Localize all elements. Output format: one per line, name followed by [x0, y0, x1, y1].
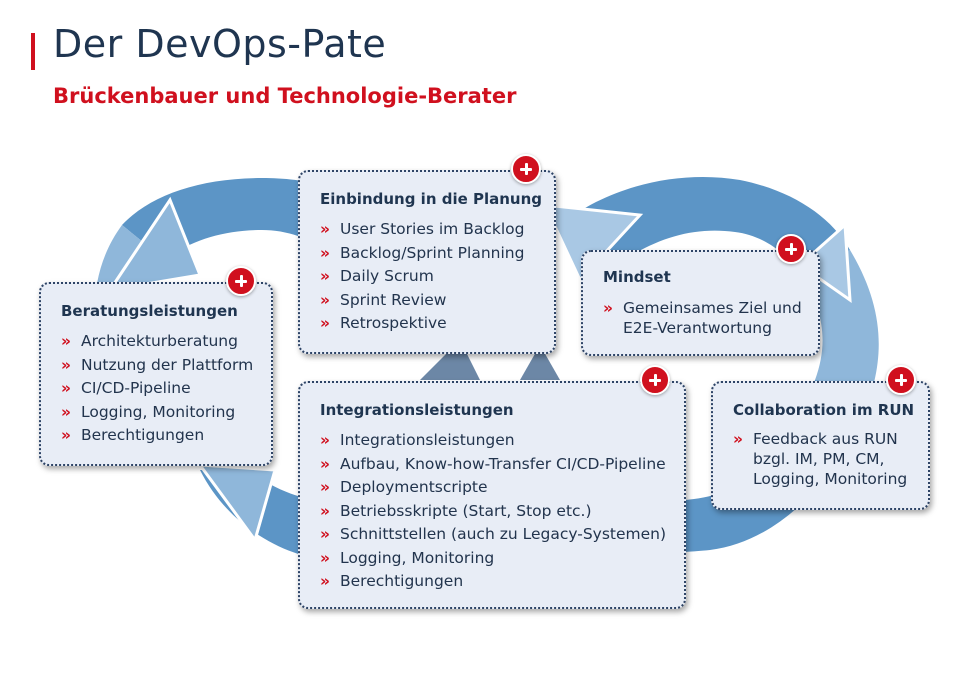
- card-integrationsleistungen-list: Integrationsleistungen Aufbau, Know-how-…: [320, 429, 676, 594]
- card-beratungsleistungen-list: Architekturberatung Nutzung der Plattfor…: [61, 330, 263, 448]
- page-title: Der DevOps-Pate: [53, 22, 387, 66]
- list-item: Sprint Review: [320, 289, 546, 313]
- card-beratungsleistungen: Beratungsleistungen Architekturberatung …: [39, 282, 273, 466]
- list-item: Deploymentscripte: [320, 476, 676, 500]
- card-mindset-list: Gemeinsames Ziel und E2E-Verantwortung: [603, 298, 810, 338]
- card-beratungsleistungen-title: Beratungsleistungen: [61, 302, 238, 320]
- card-mindset-title: Mindset: [603, 268, 671, 286]
- list-item: Berechtigungen: [320, 570, 676, 594]
- list-item: Gemeinsames Ziel und E2E-Verantwortung: [603, 298, 810, 338]
- list-item: Nutzung der Plattform: [61, 354, 263, 378]
- list-item: Logging, Monitoring: [61, 401, 263, 425]
- loop-crossing-right: [520, 345, 560, 380]
- plus-circle-icon[interactable]: [776, 234, 806, 264]
- list-item: CI/CD-Pipeline: [61, 377, 263, 401]
- loop-right-arrowhead: [542, 203, 644, 283]
- card-collaboration-run: Collaboration im RUN Feedback aus RUN bz…: [711, 381, 930, 510]
- list-item: Retrospektive: [320, 312, 546, 336]
- plus-circle-icon[interactable]: [226, 266, 256, 296]
- list-item: Backlog/Sprint Planning: [320, 242, 546, 266]
- card-einbindung-planung-list: User Stories im Backlog Backlog/Sprint P…: [320, 218, 546, 336]
- list-item: Logging, Monitoring: [320, 547, 676, 571]
- plus-circle-icon[interactable]: [886, 365, 916, 395]
- plus-circle-icon[interactable]: [511, 154, 541, 184]
- card-mindset: Mindset Gemeinsames Ziel und E2E-Verantw…: [581, 250, 820, 356]
- list-item: Schnittstellen (auch zu Legacy-Systemen): [320, 523, 676, 547]
- list-item: Feedback aus RUN bzgl. IM, PM, CM, Loggi…: [733, 429, 920, 489]
- page-subtitle: Brückenbauer und Technologie-Berater: [53, 84, 517, 108]
- list-item: Betriebsskripte (Start, Stop etc.): [320, 500, 676, 524]
- card-collaboration-run-title: Collaboration im RUN: [733, 401, 915, 419]
- list-item: Aufbau, Know-how-Transfer CI/CD-Pipeline: [320, 453, 676, 477]
- card-integrationsleistungen: Integrationsleistungen Integrationsleist…: [298, 381, 686, 609]
- card-integrationsleistungen-title: Integrationsleistungen: [320, 401, 514, 419]
- list-item: User Stories im Backlog: [320, 218, 546, 242]
- list-item: Architekturberatung: [61, 330, 263, 354]
- list-item: Berechtigungen: [61, 424, 263, 448]
- card-einbindung-planung: Einbindung in die Planung User Stories i…: [298, 170, 556, 354]
- loop-right-arrowhead-lower: [797, 221, 852, 304]
- list-item: Daily Scrum: [320, 265, 546, 289]
- card-einbindung-planung-title: Einbindung in die Planung: [320, 190, 543, 208]
- card-collaboration-run-list: Feedback aus RUN bzgl. IM, PM, CM, Loggi…: [733, 429, 920, 489]
- plus-circle-icon[interactable]: [640, 365, 670, 395]
- loop-left-arrowhead-lower: [196, 463, 277, 544]
- list-item: Integrationsleistungen: [320, 429, 676, 453]
- title-accent-bar: [31, 33, 35, 70]
